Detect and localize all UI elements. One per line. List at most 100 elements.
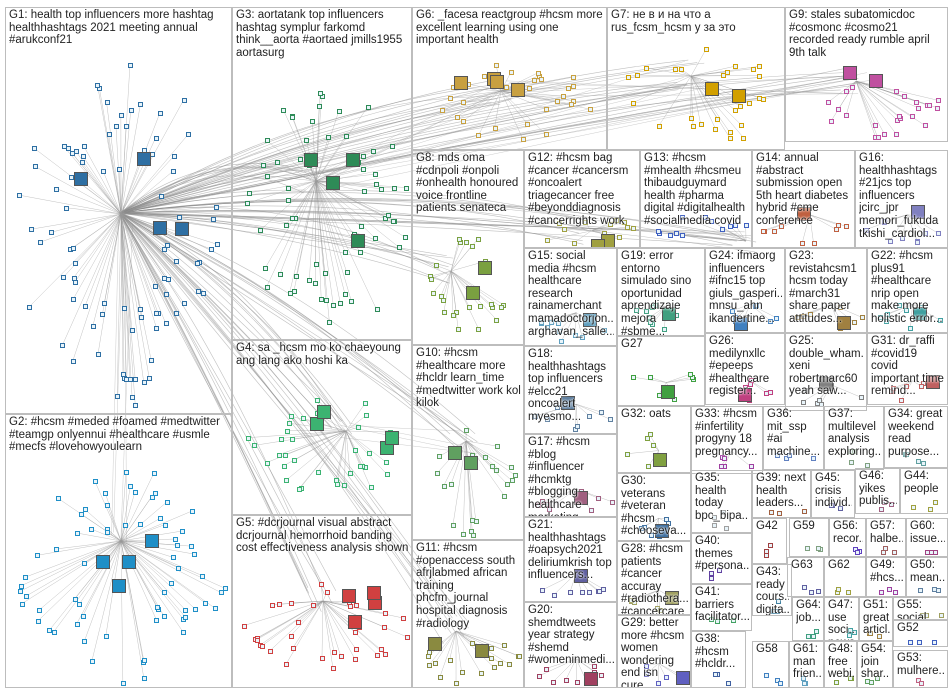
profile-avatar-node[interactable] (511, 83, 525, 97)
network-node[interactable] (933, 550, 938, 555)
network-node[interactable] (342, 483, 347, 488)
network-node[interactable] (724, 526, 729, 531)
network-node[interactable] (382, 625, 387, 630)
network-node[interactable] (800, 241, 805, 246)
network-node[interactable] (806, 634, 811, 639)
group-g47[interactable]: G47: use soci... news... (824, 597, 859, 641)
group-g39[interactable]: G39: next health leaders... (752, 470, 811, 518)
network-node[interactable] (439, 294, 444, 299)
profile-avatar-node[interactable] (584, 672, 598, 686)
network-node[interactable] (344, 134, 349, 139)
profile-avatar-node[interactable] (122, 555, 136, 569)
network-node[interactable] (768, 543, 773, 548)
network-node[interactable] (383, 611, 388, 616)
network-node[interactable] (353, 630, 358, 635)
network-node[interactable] (307, 278, 312, 283)
network-node[interactable] (769, 510, 774, 515)
network-node[interactable] (263, 266, 268, 271)
network-node[interactable] (54, 187, 59, 192)
group-g27[interactable]: G27 (617, 336, 705, 406)
network-node[interactable] (688, 372, 693, 377)
network-node[interactable] (169, 581, 174, 586)
network-node[interactable] (566, 86, 571, 91)
network-node[interactable] (575, 424, 580, 429)
network-node[interactable] (927, 103, 932, 108)
network-node[interactable] (933, 500, 938, 505)
network-node[interactable] (189, 544, 194, 549)
group-g56[interactable]: G56: recor... (829, 518, 866, 557)
network-node[interactable] (338, 301, 343, 306)
network-node[interactable] (390, 144, 395, 149)
profile-avatar-node[interactable] (843, 66, 857, 80)
group-g11[interactable]: G11: #hcsm #openaccess south afrjlabmed … (412, 540, 524, 688)
group-g36[interactable]: G36: mit_ssp #ai machine... (763, 406, 824, 470)
group-g16[interactable]: G16: healthhashtags #21jcs top influence… (855, 150, 948, 248)
network-node[interactable] (448, 96, 453, 101)
network-node[interactable] (919, 681, 924, 686)
group-g20[interactable]: G20: shemdtweets year strategy #shemd #w… (524, 602, 617, 688)
network-node[interactable] (902, 94, 907, 99)
network-node[interactable] (454, 681, 459, 686)
network-node[interactable] (281, 108, 286, 113)
network-node[interactable] (286, 198, 291, 203)
network-node[interactable] (405, 635, 410, 640)
network-node[interactable] (101, 169, 106, 174)
network-node[interactable] (375, 307, 380, 312)
network-node[interactable] (461, 532, 466, 537)
group-g40[interactable]: G40: themes #persona... (691, 533, 752, 584)
network-node[interactable] (353, 657, 358, 662)
network-node[interactable] (536, 71, 541, 76)
network-node[interactable] (476, 327, 481, 332)
network-node[interactable] (757, 74, 762, 79)
network-node[interactable] (49, 230, 54, 235)
network-node[interactable] (358, 250, 363, 255)
network-node[interactable] (215, 242, 220, 247)
network-node[interactable] (358, 464, 363, 469)
network-node[interactable] (332, 650, 337, 655)
group-g59[interactable]: G59 (789, 518, 829, 557)
network-node[interactable] (325, 590, 330, 595)
network-node[interactable] (476, 237, 481, 242)
network-node[interactable] (64, 206, 69, 211)
network-node[interactable] (354, 647, 359, 652)
group-g12[interactable]: G12: #hcsm bag #cancer #cancersm #oncoal… (524, 150, 640, 248)
network-node[interactable] (318, 91, 323, 96)
network-node[interactable] (72, 276, 77, 281)
profile-avatar-node[interactable] (96, 555, 110, 569)
group-g48[interactable]: G48: free webi... (824, 641, 857, 688)
profile-avatar-node[interactable] (661, 385, 675, 399)
network-node[interactable] (38, 240, 43, 245)
profile-avatar-node[interactable] (591, 239, 605, 248)
network-node[interactable] (435, 471, 440, 476)
profile-avatar-node[interactable] (653, 453, 667, 467)
network-node[interactable] (313, 281, 318, 286)
network-node[interactable] (764, 673, 769, 678)
network-node[interactable] (129, 108, 134, 113)
network-node[interactable] (461, 100, 466, 105)
network-node[interactable] (431, 291, 436, 296)
network-node[interactable] (525, 122, 530, 127)
network-node[interactable] (527, 86, 532, 91)
network-node[interactable] (284, 223, 289, 228)
network-node[interactable] (182, 301, 187, 306)
network-node[interactable] (469, 529, 474, 534)
network-node[interactable] (278, 272, 283, 277)
network-node[interactable] (265, 461, 270, 466)
network-node[interactable] (451, 313, 456, 318)
network-node[interactable] (138, 522, 143, 527)
network-node[interactable] (540, 588, 545, 593)
network-node[interactable] (648, 432, 653, 437)
network-node[interactable] (689, 116, 694, 121)
network-node[interactable] (23, 575, 28, 580)
network-node[interactable] (539, 77, 544, 82)
network-node[interactable] (163, 523, 168, 528)
network-node[interactable] (404, 186, 409, 191)
network-node[interactable] (479, 671, 484, 676)
network-node[interactable] (757, 64, 762, 69)
network-node[interactable] (316, 470, 321, 475)
group-g53[interactable]: G53: mulhere... (893, 650, 948, 688)
network-node[interactable] (464, 240, 469, 245)
network-node[interactable] (315, 398, 320, 403)
network-node[interactable] (802, 509, 807, 514)
network-node[interactable] (561, 94, 566, 99)
